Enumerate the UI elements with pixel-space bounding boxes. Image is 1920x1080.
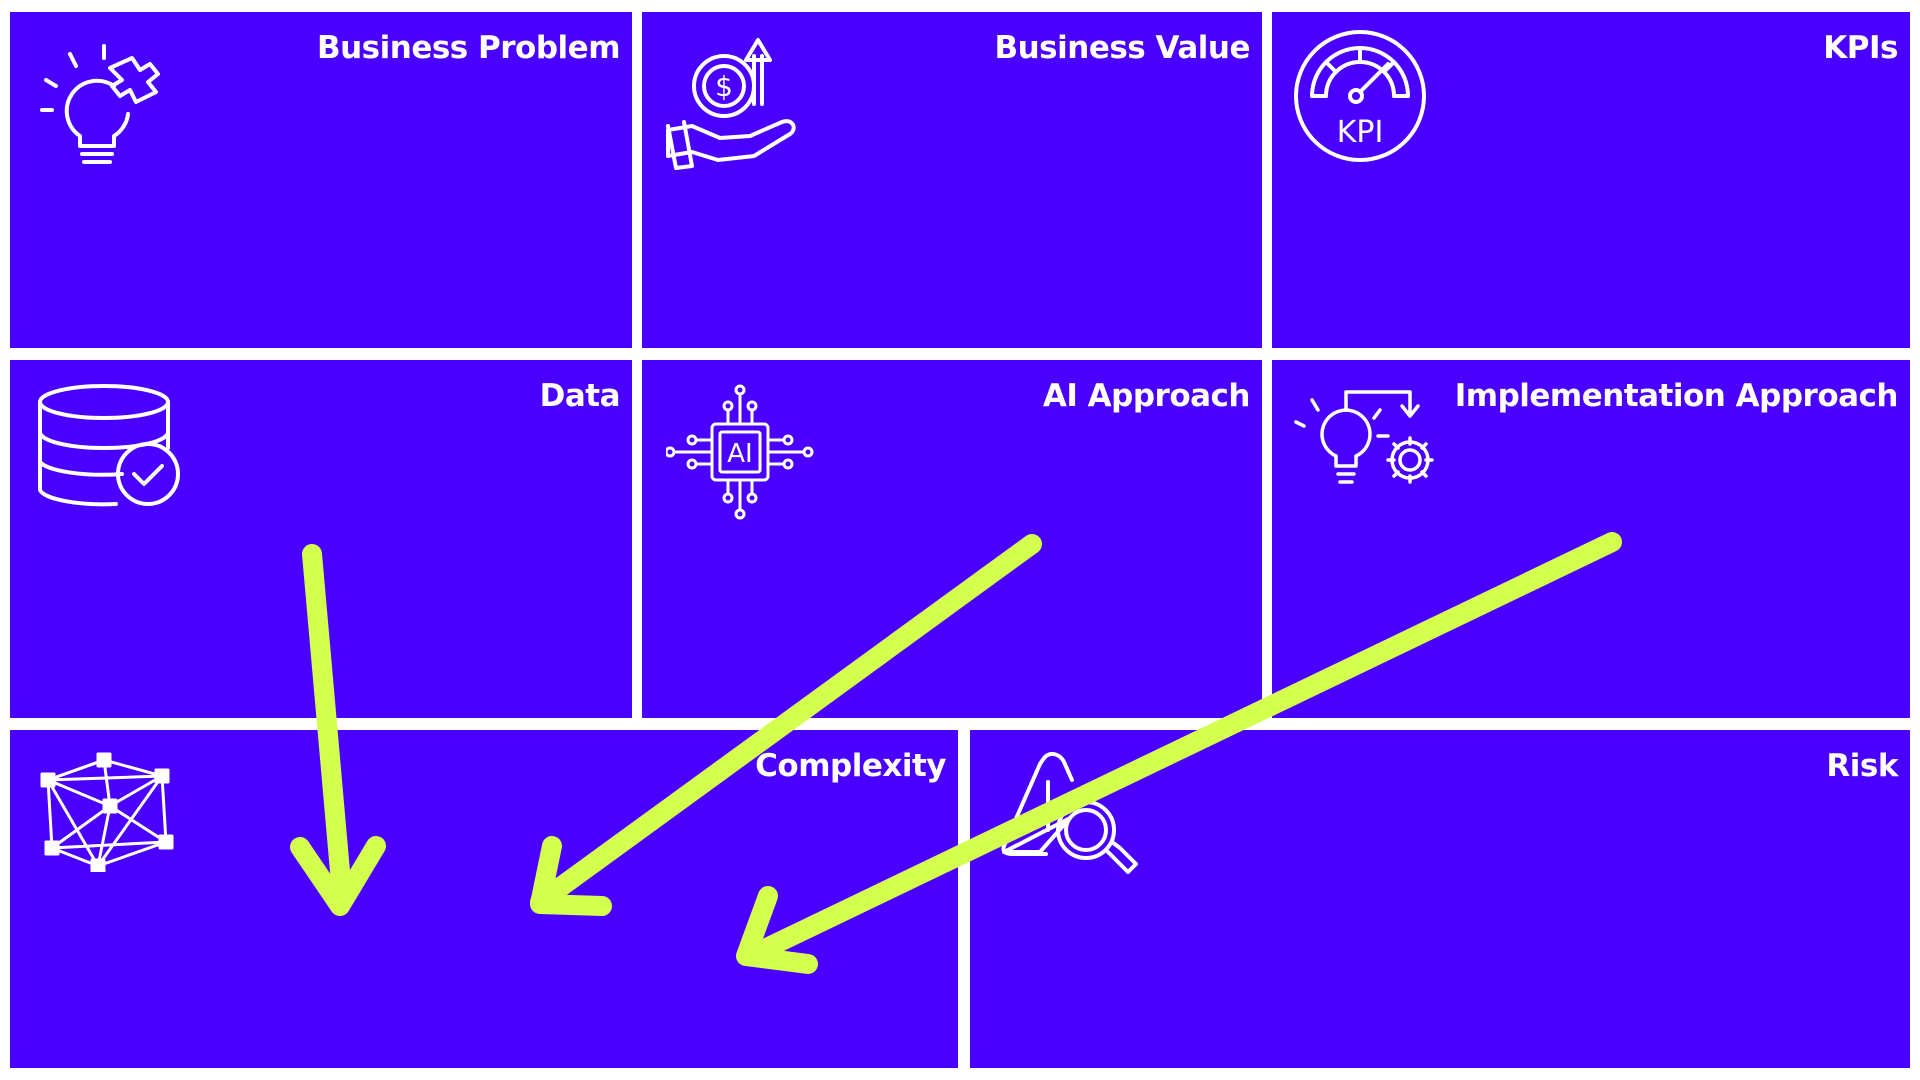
panel-business-value: Business Value $ (642, 12, 1262, 348)
panel-title: Complexity (755, 748, 946, 784)
panel-complexity: Complexity (10, 730, 958, 1068)
kpi-gauge-label: KPI (1337, 115, 1384, 150)
warning-magnifier-icon (1000, 748, 1150, 888)
panel-title: Risk (1826, 748, 1898, 784)
lightbulb-puzzle-icon (32, 28, 182, 178)
panel-risk: Risk (970, 730, 1910, 1068)
panel-title: KPIs (1823, 30, 1898, 66)
network-nodes-icon (38, 752, 188, 872)
panel-title: AI Approach (1042, 378, 1251, 414)
hand-dollar-growth-icon: $ (662, 26, 812, 176)
panel-ai-approach: AI Approach AI (642, 360, 1262, 718)
panel-title: Business Problem (316, 30, 621, 66)
panel-business-problem: Business Problem (10, 12, 632, 348)
database-check-icon (36, 382, 186, 512)
panel-title: Business Value (994, 30, 1250, 66)
panel-title: Implementation Approach (1454, 378, 1899, 414)
svg-text:$: $ (715, 70, 733, 103)
panel-data: Data (10, 360, 632, 718)
ai-chip-icon: AI (666, 384, 816, 524)
panel-implementation-approach: Implementation Approach (1272, 360, 1910, 718)
panel-title: Data (539, 378, 621, 414)
ai-chip-label: AI (727, 439, 752, 469)
lightbulb-gear-icon (1292, 386, 1442, 496)
panel-kpis: KPIs KPI (1272, 12, 1910, 348)
kpi-gauge-icon: KPI (1290, 24, 1430, 164)
